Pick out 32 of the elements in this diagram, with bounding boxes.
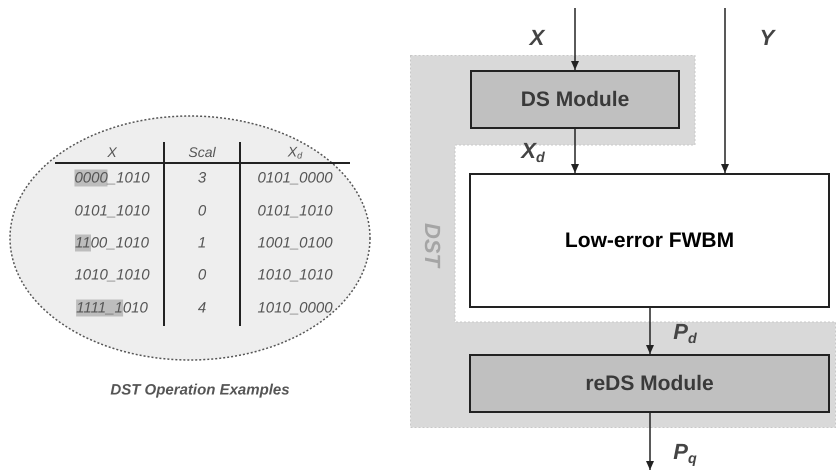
column-header: X [107,144,117,160]
module-box: reDS Module [469,354,830,413]
edge-label: P$_{q}$ [673,439,697,467]
arrow [571,8,579,70]
figure-caption: DST Operation Examples [110,382,290,398]
arrow [571,129,579,173]
multiplier-box: Low-error FWBM [469,173,830,308]
edge-label: P$_{d}$ [673,319,697,347]
module-box: DS Module [470,70,680,129]
edge-label: X$_{d}$ [521,138,545,166]
column-header: X$_{d}$ [288,143,302,161]
arrow [721,8,729,173]
edge-label: Y [760,25,774,51]
table-cell: 0101_1010 [257,202,333,220]
table-cell: 4 [198,300,206,316]
table-cell: 1010_1010 [257,266,333,284]
table-cell: 1111_1010 [76,300,148,316]
table-cell: 0 [198,202,206,220]
table-cell: 0101_0000 [257,170,333,186]
table-cell: 3 [198,170,206,186]
edge-label: X [530,25,544,51]
table-cell: 0101_1010 [74,202,150,220]
table-cell: 0000_1010 [74,170,150,186]
table-cell: 1100_1010 [75,234,149,252]
table-cell: 1 [198,234,206,252]
table-cell: 0 [198,266,206,284]
arrow [646,413,654,470]
arrow [646,308,654,354]
table-cell: 1010_1010 [74,266,150,284]
table-cell: 1001_0100 [257,234,333,252]
column-header: Scal [188,144,216,160]
table-cell: 1010_0000 [257,300,333,316]
